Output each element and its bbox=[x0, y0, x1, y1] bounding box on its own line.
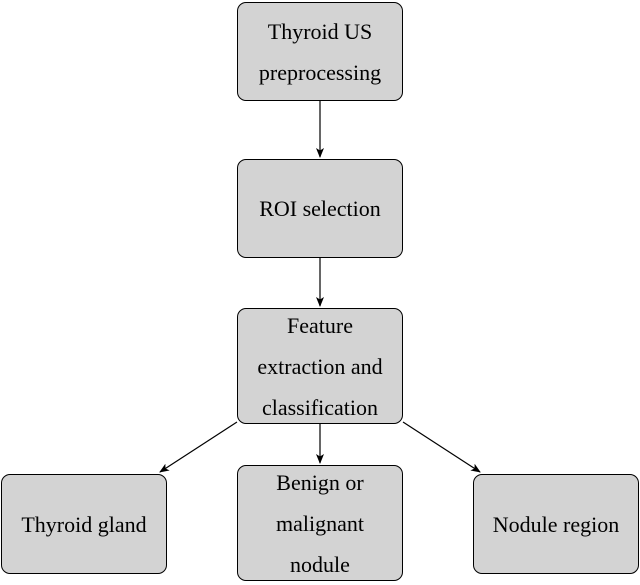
node-label-line: classification bbox=[261, 394, 379, 420]
node-label-line: Benign or bbox=[276, 469, 364, 495]
node-label-line: Thyroid gland bbox=[21, 511, 147, 537]
node-label-line: nodule bbox=[290, 551, 350, 577]
node-thyroid-us-preprocessing: Thyroid US preprocessing bbox=[237, 2, 403, 101]
node-label-line: malignant bbox=[276, 510, 364, 536]
node-nodule-region: Nodule region bbox=[473, 474, 639, 574]
node-benign-or-malignant-nodule: Benign or malignant nodule bbox=[237, 465, 403, 581]
node-label-line: preprocessing bbox=[258, 59, 382, 85]
node-label-line: ROI selection bbox=[259, 196, 381, 221]
node-thyroid-gland: Thyroid gland bbox=[1, 474, 167, 574]
node-feature-extraction-classification: Feature extraction and classification bbox=[237, 308, 403, 424]
node-roi-selection: ROI selection bbox=[237, 159, 403, 258]
node-label-line: Feature bbox=[287, 312, 353, 338]
edge-feature-to-nodule-region bbox=[402, 421, 481, 473]
node-label-line: Thyroid US bbox=[267, 18, 373, 44]
node-label-line: extraction and bbox=[257, 353, 383, 379]
edge-feature-to-gland bbox=[159, 421, 238, 473]
node-label-line: Nodule region bbox=[492, 511, 620, 537]
